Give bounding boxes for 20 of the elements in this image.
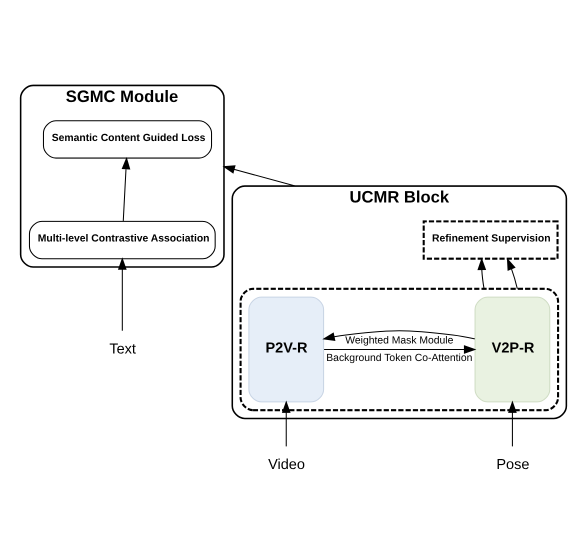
arrow bbox=[282, 400, 291, 446]
arrow bbox=[508, 400, 517, 446]
arrow bbox=[122, 156, 130, 220]
arrow bbox=[506, 257, 518, 288]
arrow bbox=[324, 344, 476, 354]
node-box: P2V-R bbox=[248, 296, 324, 402]
node-text: Video bbox=[268, 456, 305, 473]
node-box: Semantic Content Guided Loss bbox=[42, 120, 212, 158]
arrow bbox=[222, 164, 296, 186]
arrow bbox=[322, 330, 475, 340]
edge-label: Background Token Co-Attention bbox=[326, 352, 472, 364]
node-box: Refinement Supervision bbox=[422, 220, 559, 260]
node-text: Pose bbox=[496, 456, 530, 473]
node-box: Multi-level Contrastive Association bbox=[28, 220, 216, 259]
arrow bbox=[477, 257, 486, 288]
arrow bbox=[118, 256, 127, 330]
node-box: V2P-R bbox=[474, 296, 550, 402]
node-text: Text bbox=[109, 340, 136, 357]
cluster bbox=[240, 287, 560, 411]
edge-label: Weighted Mask Module bbox=[345, 334, 454, 346]
